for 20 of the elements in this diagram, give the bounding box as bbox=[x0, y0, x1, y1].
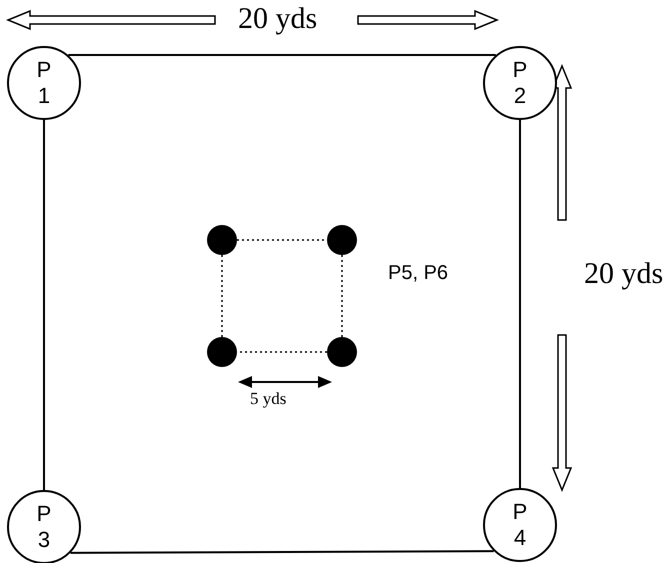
dotted-line bbox=[237, 239, 327, 241]
player-label: P 4 bbox=[512, 499, 528, 551]
player-label: P 2 bbox=[512, 57, 528, 109]
dotted-line bbox=[237, 351, 327, 353]
player-label: P5, P6 bbox=[388, 262, 448, 285]
player-dot bbox=[207, 337, 237, 367]
player-label: P 3 bbox=[36, 501, 52, 553]
connector-line bbox=[519, 120, 521, 488]
dimension-label: 20 yds bbox=[238, 2, 318, 36]
player-dot bbox=[327, 337, 357, 367]
player-label: P 1 bbox=[36, 57, 52, 109]
dimension-label: 20 yds bbox=[584, 257, 663, 291]
dotted-line bbox=[341, 255, 343, 337]
dimension-label: 5 yds bbox=[250, 389, 286, 409]
player-dot bbox=[327, 225, 357, 255]
player-dot bbox=[207, 225, 237, 255]
connector-line bbox=[68, 54, 496, 56]
connector-line bbox=[43, 120, 45, 490]
dotted-line bbox=[221, 255, 223, 337]
connector-line bbox=[70, 550, 494, 554]
